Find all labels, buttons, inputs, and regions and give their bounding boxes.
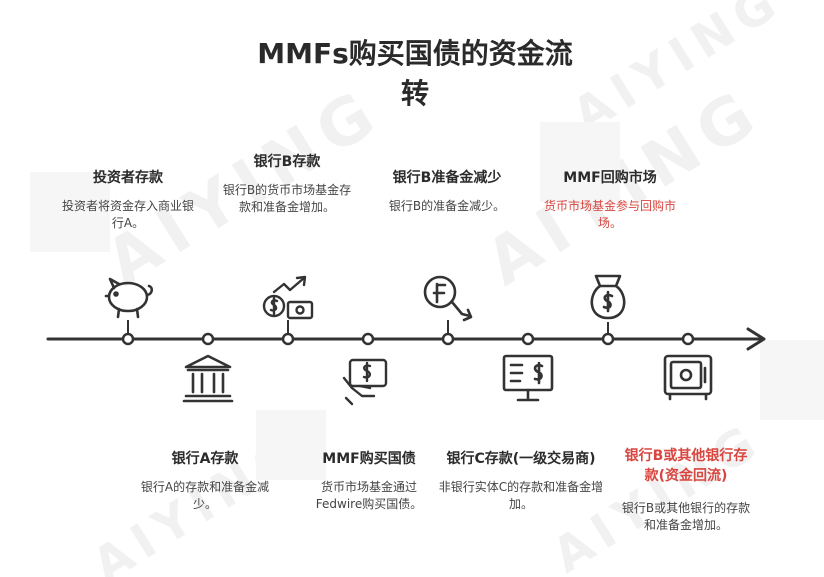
step-bank-c-deposit: 银行C存款(一级交易商) 非银行实体C的存款和准备金增加。 bbox=[436, 449, 606, 513]
step-bank-a-deposit: 银行A存款 银行A的存款和准备金减少。 bbox=[140, 449, 270, 513]
timeline-node bbox=[201, 332, 215, 346]
step-title: MMF回购市场 bbox=[563, 170, 657, 186]
money-growth-icon bbox=[262, 275, 314, 320]
timeline-node bbox=[681, 332, 695, 346]
money-bag-icon bbox=[590, 274, 626, 320]
step-bank-b-deposit: 银行B存款 银行B的货币市场基金存款和准备金增加。 bbox=[222, 152, 352, 216]
timeline-node bbox=[441, 332, 455, 346]
watermark-square bbox=[256, 410, 326, 480]
step-bank-b-reserve-decrease: 银行B准备金减少 银行B的准备金减少。 bbox=[382, 168, 512, 215]
timeline-arrowhead bbox=[746, 327, 766, 351]
step-title: 银行B准备金减少 bbox=[392, 170, 502, 186]
step-title: 银行C存款(一级交易商) bbox=[446, 451, 596, 467]
step-mmf-buy-treasury: MMF购买国债 货币市场基金通过Fedwire购买国债。 bbox=[306, 449, 432, 513]
watermark-square bbox=[540, 122, 620, 202]
step-title: MMF购买国债 bbox=[322, 451, 416, 467]
step-description: 非银行实体C的存款和准备金增加。 bbox=[438, 480, 604, 511]
step-description: 货币市场基金参与回购市场。 bbox=[543, 199, 676, 230]
step-investor-deposit: 投资者存款 投资者将资金存入商业银行A。 bbox=[60, 168, 196, 232]
timeline-node bbox=[281, 332, 295, 346]
watermark-square bbox=[760, 340, 824, 420]
bank-building-icon bbox=[182, 354, 234, 403]
step-description: 银行B的货币市场基金存款和准备金增加。 bbox=[222, 183, 352, 214]
monitor-dollar-icon bbox=[502, 354, 554, 402]
step-description: 银行B或其他银行的存款和准备金增加。 bbox=[621, 501, 751, 532]
step-mmf-repo-market: MMF回购市场 货币市场基金参与回购市场。 bbox=[542, 168, 678, 232]
step-title: 银行B或其他银行存款(资金回流) bbox=[624, 448, 748, 484]
coin-decline-icon bbox=[423, 275, 473, 322]
timeline-node bbox=[361, 332, 375, 346]
vault-safe-icon bbox=[663, 354, 713, 401]
timeline-node bbox=[521, 332, 535, 346]
step-title: 投资者存款 bbox=[93, 170, 163, 186]
step-title: 银行B存款 bbox=[253, 154, 321, 170]
step-title: 银行A存款 bbox=[171, 451, 239, 467]
step-description: 货币市场基金通过Fedwire购买国债。 bbox=[315, 480, 423, 511]
piggy-bank-icon bbox=[104, 277, 154, 319]
timeline-node bbox=[601, 332, 615, 346]
watermark-square bbox=[30, 172, 110, 252]
step-description: 投资者将资金存入商业银行A。 bbox=[61, 199, 194, 230]
step-funds-return: 银行B或其他银行存款(资金回流) 银行B或其他银行的存款和准备金增加。 bbox=[618, 446, 754, 534]
cash-in-hand-icon bbox=[342, 358, 388, 406]
step-description: 银行A的存款和准备金减少。 bbox=[140, 480, 270, 511]
step-description: 银行B的准备金减少。 bbox=[388, 199, 506, 213]
diagram-title: MMFs购买国债的资金流转 bbox=[257, 37, 573, 110]
timeline-node bbox=[121, 332, 135, 346]
